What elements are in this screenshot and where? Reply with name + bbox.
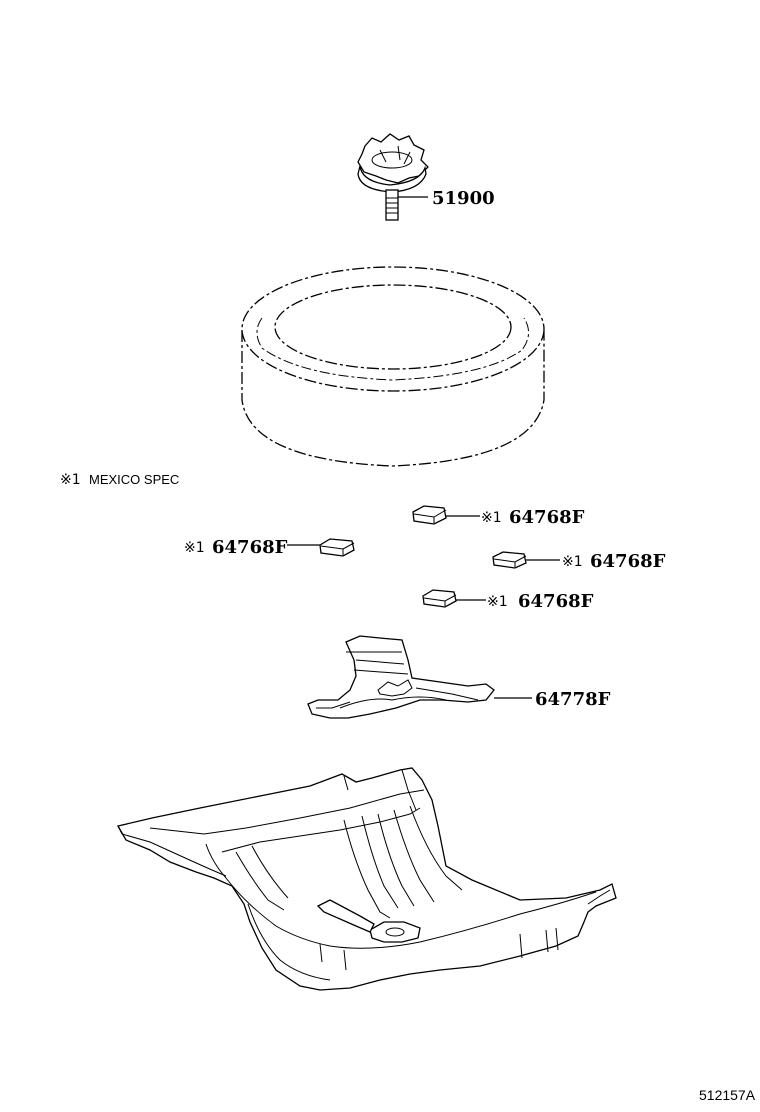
footnote-text: MEXICO SPEC	[89, 472, 179, 487]
pad-b-drawing	[319, 538, 355, 557]
spare-wheel-stopper-drawing	[307, 635, 495, 719]
footnote-mark: ※1	[60, 472, 81, 488]
pad-b-mark: ※1	[184, 540, 205, 556]
rear-floor-pan-drawing	[117, 767, 617, 991]
pad-b-part-number: 64768F	[212, 537, 288, 558]
pad-a-part-number: 64768F	[509, 507, 585, 528]
pad-d-drawing	[422, 589, 457, 608]
pad-a-mark: ※1	[481, 510, 502, 526]
illustration-code: 512157A	[699, 1087, 756, 1103]
pad-d-mark: ※1	[487, 594, 508, 610]
spare-tire-drawing	[241, 266, 545, 467]
pad-c-drawing	[492, 551, 527, 569]
hold-down-bolt-drawing	[357, 133, 429, 221]
pad-a-drawing	[412, 505, 447, 525]
stopper-part-number: 64778F	[535, 689, 611, 710]
pad-c-part-number: 64768F	[590, 551, 666, 572]
pad-d-part-number: 64768F	[518, 591, 594, 612]
pad-c-mark: ※1	[562, 554, 583, 570]
bolt-part-number: 51900	[432, 188, 495, 209]
